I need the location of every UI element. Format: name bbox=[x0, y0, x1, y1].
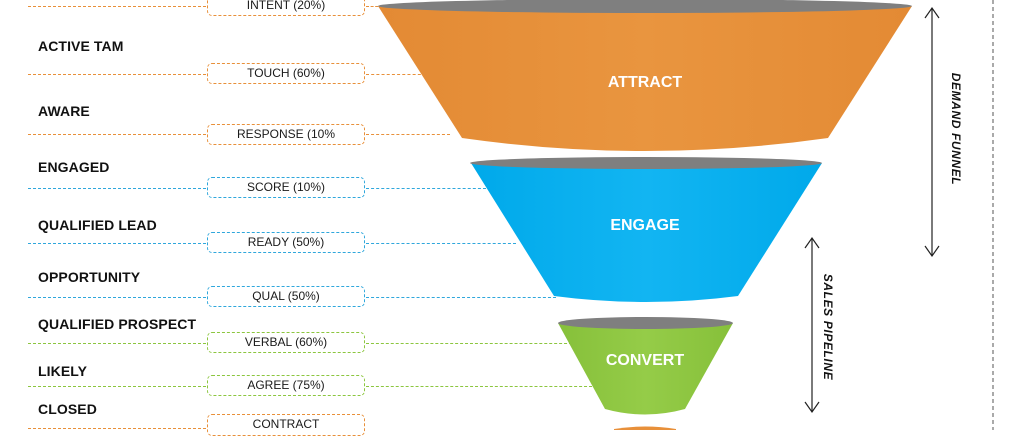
stage-label-closed: CLOSED bbox=[38, 401, 97, 417]
metric-response: RESPONSE (10% bbox=[207, 124, 365, 145]
connector-ready-right bbox=[366, 243, 516, 244]
funnel-engage-body bbox=[471, 163, 822, 302]
connector-agree-right bbox=[366, 386, 592, 387]
metric-intent: INTENT (20%) bbox=[207, 0, 365, 16]
stage-label-opportunity: OPPORTUNITY bbox=[38, 269, 141, 285]
connector-qual-right bbox=[366, 297, 556, 298]
sales-pipeline-label: SALES PIPELINE bbox=[821, 273, 835, 381]
connector-touch-left bbox=[28, 74, 206, 75]
connector-response-left bbox=[28, 134, 206, 135]
connector-qual-left bbox=[28, 297, 206, 298]
stage-label-qualified-lead: QUALIFIED LEAD bbox=[38, 217, 157, 233]
stage-label-aware: AWARE bbox=[38, 103, 90, 119]
funnel-label-attract: ATTRACT bbox=[607, 74, 683, 91]
funnel-attract-body bbox=[378, 6, 912, 151]
funnel-convert-rim bbox=[558, 317, 733, 329]
metric-qual: QUAL (50%) bbox=[207, 286, 365, 307]
connector-verbal-left bbox=[28, 343, 206, 344]
stage-label-qualified-prospect: QUALIFIED PROSPECT bbox=[38, 316, 197, 332]
stage-label-active-tam: ACTIVE TAM bbox=[38, 38, 124, 54]
connector-verbal-right bbox=[366, 343, 572, 344]
stage-label-engaged: ENGAGED bbox=[38, 159, 110, 175]
metric-agree: AGREE (75%) bbox=[207, 375, 365, 396]
funnel-convert-body bbox=[558, 323, 733, 415]
connector-ready-left bbox=[28, 243, 206, 244]
funnel-label-convert: CONVERT bbox=[605, 352, 685, 369]
funnel-attract-rim bbox=[378, 0, 912, 13]
stage-label-likely: LIKELY bbox=[38, 363, 88, 379]
connector-contract-left bbox=[28, 428, 206, 429]
connector-intent-left bbox=[28, 6, 206, 7]
funnel-convert bbox=[558, 317, 733, 415]
metric-verbal: VERBAL (60%) bbox=[207, 332, 365, 353]
funnel-engage bbox=[470, 157, 822, 302]
connector-agree-left bbox=[28, 386, 206, 387]
demand-funnel-arrow bbox=[924, 6, 940, 258]
demand-funnel-label: DEMAND FUNNEL bbox=[949, 72, 963, 186]
funnel-close-top bbox=[614, 426, 676, 430]
sales-pipeline-arrow bbox=[804, 236, 820, 414]
metric-ready: READY (50%) bbox=[207, 232, 365, 253]
funnel-engage-rim bbox=[470, 157, 822, 169]
metric-score: SCORE (10%) bbox=[207, 177, 365, 198]
connector-score-right bbox=[366, 188, 486, 189]
funnel-attract bbox=[378, 0, 912, 151]
metric-touch: TOUCH (60%) bbox=[207, 63, 365, 84]
funnel-label-engage: ENGAGE bbox=[610, 217, 680, 234]
connector-response-right bbox=[366, 134, 450, 135]
connector-touch-right bbox=[366, 74, 426, 75]
connector-score-left bbox=[28, 188, 206, 189]
